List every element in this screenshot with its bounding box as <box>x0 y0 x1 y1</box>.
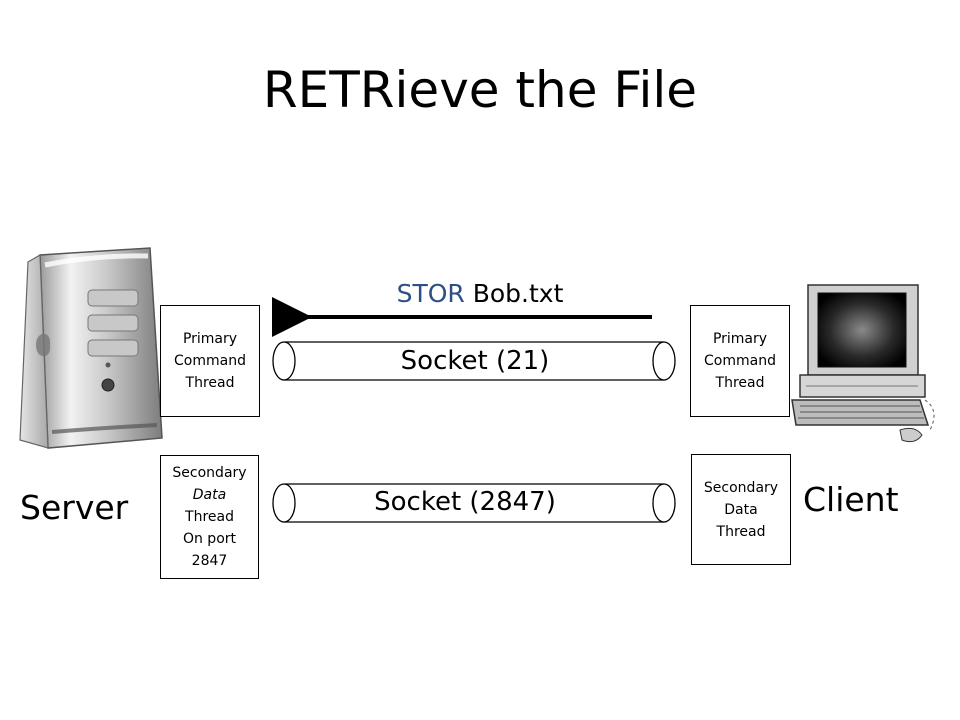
data-socket-label: Socket (2847) <box>374 487 556 517</box>
slide-title: RETRieve the File <box>262 61 698 119</box>
command-label: STOR Bob.txt <box>360 279 600 309</box>
box-line: Command <box>174 353 246 369</box>
box-line: Thread <box>715 375 765 391</box>
data-socket-pipe <box>272 483 676 523</box>
server-primary-command-thread-box: Primary Command Thread <box>160 305 260 417</box>
box-line: 2847 <box>191 553 228 569</box>
box-line: Thread <box>185 375 235 391</box>
command-socket-pipe <box>272 341 676 381</box>
tower-computer-icon <box>19 247 163 449</box>
box-line: Secondary <box>703 479 779 496</box>
client-label: Client <box>803 480 899 519</box>
server-label: Server <box>20 488 129 527</box>
command-verb: STOR <box>396 279 465 308</box>
desktop-computer-icon <box>791 284 935 443</box>
client-primary-command-thread-box: Primary Command Thread <box>690 305 790 417</box>
server-secondary-data-thread-box: Secondary Data Thread On port 2847 <box>160 455 259 579</box>
box-line: Secondary <box>172 465 247 481</box>
box-line: Thread <box>716 523 766 540</box>
box-line: Data <box>724 501 758 518</box>
box-line: Thread <box>185 509 234 525</box>
command-socket-label: Socket (21) <box>400 346 550 376</box>
box-line: Data <box>192 487 227 503</box>
client-secondary-data-thread-box: Secondary Data Thread <box>691 454 791 565</box>
box-line: Command <box>704 353 776 369</box>
command-argument: Bob.txt <box>472 279 564 308</box>
box-line: Primary <box>182 331 238 347</box>
box-line: Primary <box>712 331 768 347</box>
box-line: On port <box>182 531 237 547</box>
